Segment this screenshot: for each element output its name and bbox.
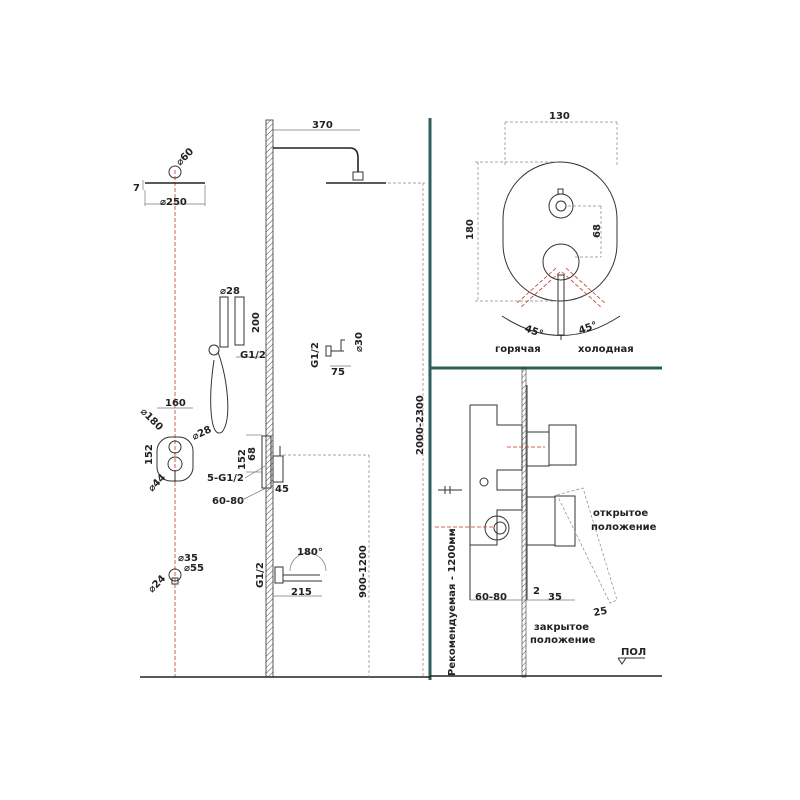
- front-view-column: 7 ⌀250 ⌀60 160 ⌀180 ⌀28 152 ⌀44 ⌀35 ⌀55 …: [133, 146, 213, 677]
- dim-holder-diameter: ⌀30: [354, 332, 365, 352]
- dim-handle: 25: [593, 606, 609, 619]
- dim-spout-height: 900-1200: [358, 545, 369, 598]
- dim-plate-diameter: ⌀180: [138, 406, 165, 433]
- dim-spout-d24: ⌀24: [146, 573, 168, 595]
- dim-mixer-68: 68: [247, 447, 258, 461]
- diverter-section: [548, 424, 577, 466]
- dim-plate-height: 152: [144, 444, 155, 465]
- wall-anchor: [438, 486, 462, 494]
- lever-handle: [557, 274, 565, 336]
- wall-section: [265, 119, 274, 678]
- dim-plate-height: 180: [465, 219, 476, 240]
- dim-hand-length: 200: [251, 312, 262, 333]
- lever-base: [542, 243, 580, 281]
- dim-outlets: 5-G1/2: [207, 473, 244, 484]
- dim-spout-d35: ⌀35: [178, 553, 198, 564]
- label-recommended-height: Рекомендуемая - 1200мм: [447, 528, 458, 676]
- dim-head-diameter: ⌀250: [160, 197, 187, 208]
- dim-section-projection: 35: [548, 592, 562, 603]
- dim-head-thickness: 7: [133, 183, 140, 194]
- dim-hot-angle: 45°: [523, 323, 545, 340]
- dim-connector-diameter: ⌀60: [174, 146, 196, 168]
- lever-closed: [554, 495, 576, 547]
- dim-holder-thread: G1/2: [310, 342, 321, 368]
- dim-section-depth: 60-80: [475, 592, 507, 603]
- dim-section-gap: 2: [533, 586, 540, 597]
- dim-hand-diameter: ⌀28: [220, 286, 240, 297]
- dim-spout-thread: G1/2: [255, 562, 266, 588]
- spout-front: [168, 568, 182, 582]
- dim-knob-diameter: ⌀28: [191, 424, 214, 442]
- label-closed-2: положение: [530, 635, 596, 646]
- label-floor: ПОЛ: [621, 647, 646, 658]
- dim-projection: 45: [275, 484, 289, 495]
- dim-spout-d55: ⌀55: [184, 563, 204, 574]
- dim-head-height: 2000-2300: [415, 395, 426, 455]
- dim-spout-rotation: 180°: [297, 547, 323, 558]
- dim-depth: 60-80: [212, 496, 244, 507]
- side-view: 370 2000-2300 G1/2 ⌀30 75 152 68 5-G1/2 …: [207, 120, 426, 677]
- dim-lever-diameter: ⌀44: [146, 472, 168, 494]
- dim-plate-width: 130: [549, 111, 570, 122]
- lever-open: [556, 487, 618, 604]
- dim-mixer-height: 152: [237, 449, 248, 470]
- dim-axis-gap: 68: [592, 224, 603, 238]
- head-connector: [168, 165, 182, 179]
- hand-shower: ⌀28 200 G1/2: [208, 286, 266, 434]
- label-open-2: положение: [591, 522, 657, 533]
- panel-separators: [428, 118, 662, 680]
- label-open-1: открытое: [593, 508, 648, 519]
- dim-spout-length: 215: [291, 587, 312, 598]
- label-cold: холодная: [578, 344, 634, 355]
- escutcheon-plate: [502, 161, 618, 302]
- dim-cold-angle: 45°: [577, 320, 599, 337]
- label-closed-1: закрытое: [534, 622, 589, 633]
- dim-hand-thread: G1/2: [240, 350, 266, 361]
- label-hot: горячая: [495, 344, 541, 355]
- mixer-front-view: 130 180 68 45° 45° горячая холодная: [465, 111, 634, 355]
- dim-holder-length: 75: [331, 367, 345, 378]
- dim-plate-width: 160: [165, 398, 186, 409]
- mixer-section-view: 60-80 2 35 25 открытое положение закрыто…: [430, 367, 662, 678]
- wall-section-right: [521, 367, 527, 678]
- dim-arm-length: 370: [312, 120, 333, 131]
